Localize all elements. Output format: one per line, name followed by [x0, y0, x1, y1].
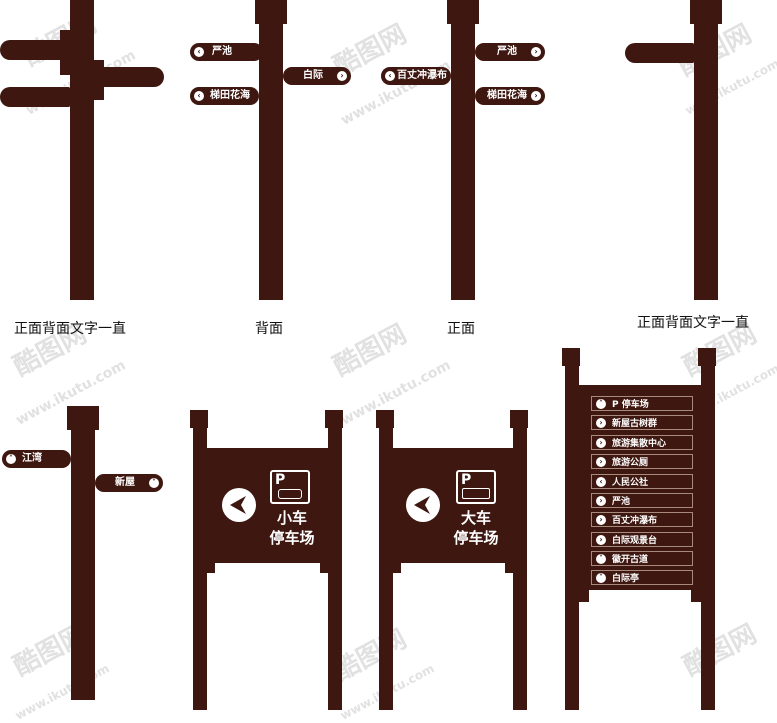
post — [451, 24, 475, 300]
board-title-line2: 停车场 — [269, 529, 315, 547]
arrow-left-icon — [406, 488, 440, 522]
sign-label: 白际 — [303, 70, 323, 81]
directory-item: ˅徽开古道 — [591, 551, 693, 566]
arrow-right-icon: › — [596, 437, 606, 448]
arrow-right-icon: › — [596, 514, 606, 525]
sign-label: 江湾 — [22, 453, 42, 464]
sign-arm — [625, 43, 694, 63]
panel-bracket — [393, 563, 401, 573]
directory-item: ›白际观景台 — [591, 532, 693, 547]
post-cap — [325, 410, 343, 428]
arrow-up-icon: ˄ — [6, 454, 16, 464]
post — [694, 24, 718, 300]
arrow-right-icon: › — [596, 417, 606, 428]
post — [513, 428, 527, 710]
arrow-right-icon: › — [596, 534, 606, 545]
sign-label: 严池 — [212, 46, 232, 57]
directory-item: ›新屋古树群 — [591, 415, 693, 430]
arrow-left-icon — [222, 488, 256, 522]
sign-label: 严池 — [497, 46, 517, 57]
arrow-left-icon: ‹ — [194, 91, 204, 101]
arrow-right-icon: › — [596, 456, 606, 467]
arrow-down-icon: ˅ — [596, 553, 606, 564]
directory-item: ›旅游公厕 — [591, 454, 693, 469]
post — [71, 430, 95, 700]
post-cap — [447, 0, 479, 24]
sign-arm — [94, 67, 164, 87]
arrow-left-icon: ‹ — [194, 47, 204, 57]
post-cap — [255, 0, 287, 24]
directory-item: ˅白际亭 — [591, 570, 693, 585]
post-cap — [67, 406, 99, 430]
arrow-right-icon: › — [531, 91, 541, 101]
arrow-left-icon: ‹ — [596, 476, 606, 487]
post-cap — [510, 410, 528, 428]
arrow-up-icon: ˄ — [596, 398, 606, 409]
board-title-line1: 小车 — [276, 509, 307, 527]
caption-same-both-sides: 正面背面文字一直 — [14, 321, 126, 337]
post-cap — [698, 348, 716, 366]
post-cap — [190, 410, 208, 428]
parking-icon: P — [456, 470, 496, 504]
panel-bracket — [320, 563, 328, 573]
post — [70, 0, 94, 300]
post — [701, 366, 715, 710]
sign-arm — [0, 87, 70, 107]
post — [259, 24, 283, 300]
board-title-line2: 停车场 — [453, 529, 499, 547]
arrow-right-icon: › — [596, 495, 606, 506]
caption-front: 正面 — [447, 321, 475, 337]
direction-sign-yanchi: ‹ 严池 — [190, 43, 263, 61]
direction-sign-titian: 梯田花海 › — [475, 87, 545, 105]
direction-sign-jiangwan: ˄ 江湾 — [2, 450, 71, 468]
parking-icon: P — [270, 470, 310, 504]
direction-sign-titian: ‹ 梯田花海 — [190, 87, 259, 105]
sign-label: 梯田花海 — [487, 90, 527, 101]
directory-item: ˄P 停车场 — [591, 396, 693, 411]
caption-same-both-sides: 正面背面文字一直 — [637, 315, 749, 331]
post — [379, 428, 393, 710]
board-title-line1: 大车 — [460, 509, 491, 527]
post — [328, 428, 342, 710]
arrow-down-icon: ˅ — [149, 478, 159, 488]
sign-arm — [0, 40, 70, 60]
arrow-down-icon: ˅ — [596, 572, 606, 583]
post-cap — [690, 0, 722, 24]
direction-sign-baizhang: ‹ 百丈冲瀑布 — [381, 67, 451, 85]
panel-bracket — [505, 563, 513, 573]
sign-label: 新屋 — [115, 477, 135, 488]
directory-item: ›旅游集散中心 — [591, 435, 693, 450]
bracket — [60, 30, 70, 75]
panel-bracket — [691, 590, 701, 602]
post — [193, 428, 207, 710]
post-cap — [376, 410, 394, 428]
post-cap — [562, 348, 580, 366]
directory-item: ›百丈冲瀑布 — [591, 512, 693, 527]
directory-item: ›严池 — [591, 493, 693, 508]
sign-label: 梯田花海 — [210, 90, 250, 101]
directory-item: ‹人民公社 — [591, 474, 693, 489]
arrow-right-icon: › — [337, 71, 347, 81]
watermark: 酷图网 — [678, 619, 762, 683]
direction-sign-yanchi: 严池 › — [475, 43, 545, 61]
direction-sign-xinwu: 新屋 ˅ — [95, 474, 163, 492]
arrow-right-icon: › — [531, 47, 541, 57]
bracket — [94, 60, 104, 100]
caption-back: 背面 — [255, 321, 283, 337]
post — [565, 366, 579, 710]
direction-sign-baiji: 白际 › — [283, 67, 351, 85]
sign-label: 百丈冲瀑布 — [397, 70, 447, 81]
panel-bracket — [579, 590, 589, 602]
watermark: 酷图网 — [328, 319, 412, 383]
arrow-left-icon: ‹ — [385, 71, 395, 81]
panel-bracket — [207, 563, 215, 573]
